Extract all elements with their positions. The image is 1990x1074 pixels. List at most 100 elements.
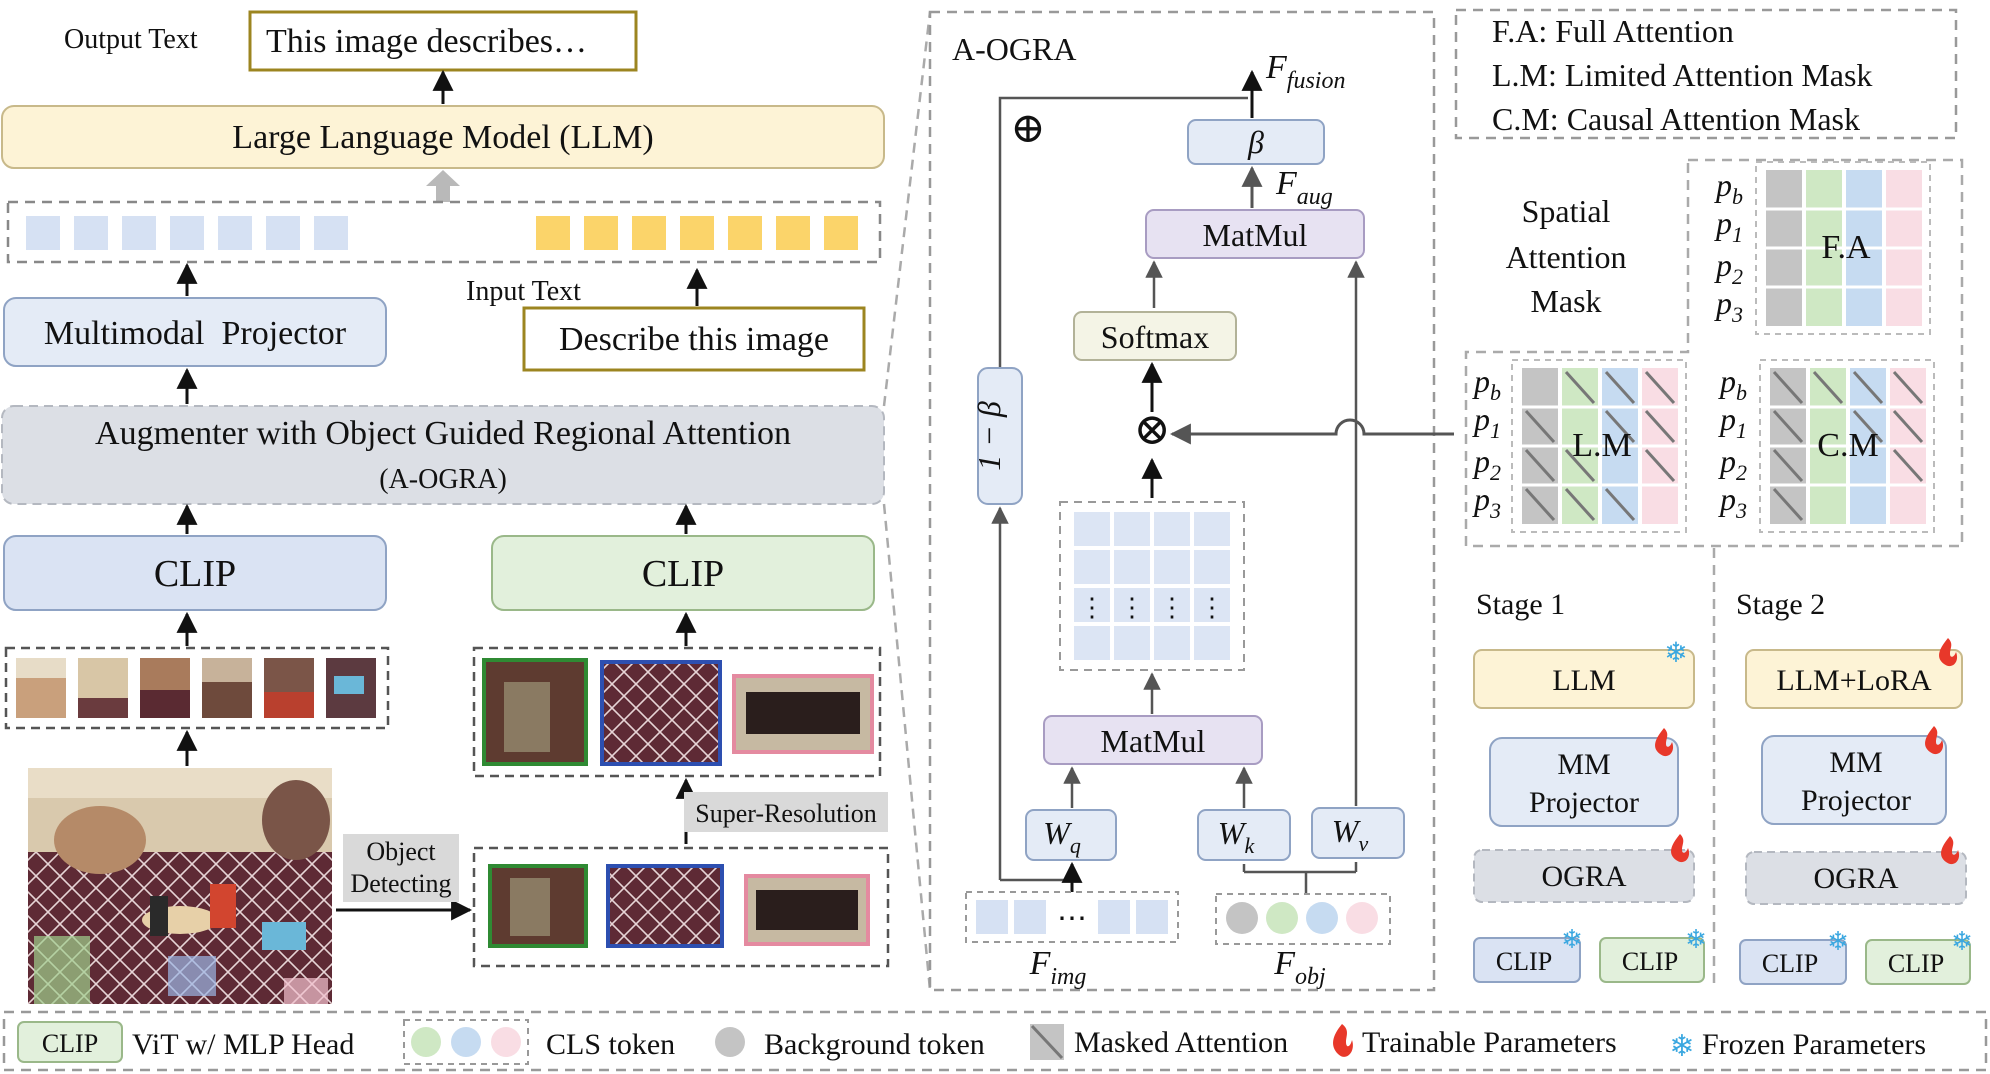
stage2-clip-green-label: CLIP	[1888, 949, 1944, 978]
svg-text:⋯: ⋯	[1057, 902, 1087, 935]
svg-text:p1: p1	[1714, 205, 1743, 247]
wv-box	[1311, 807, 1405, 859]
fa-matrix: pb p1 p2 p3 F.A	[1714, 161, 1931, 335]
snowflake-icon: ❄	[1561, 925, 1583, 954]
aogra-detail: A-OGRA Ffusion ⊕ β Faug MatMul Softmax ⊗…	[928, 10, 1454, 992]
text-token	[680, 216, 714, 250]
f-obj-frame	[1215, 893, 1391, 945]
one-minus-beta-label: 1 − β	[971, 401, 1007, 471]
text-token	[824, 216, 858, 250]
detected-crops-row	[472, 846, 890, 968]
attention-grid: ⋮ ⋮ ⋮ ⋮	[1074, 512, 1230, 660]
aogra-title: Augmenter with Object Guided Regional At…	[95, 415, 791, 452]
output-text-label: Output Text	[64, 24, 198, 55]
text-token	[728, 216, 762, 250]
svg-text:p3: p3	[1472, 481, 1501, 523]
wq-box	[1025, 809, 1117, 861]
cm-matrix: pb p1 p2 p3 C.M	[1718, 359, 1935, 533]
beta-label: β	[1247, 124, 1264, 160]
image-patch	[16, 658, 66, 678]
beta-box	[1187, 119, 1325, 165]
visual-token	[74, 216, 108, 250]
detected-crops	[488, 864, 870, 948]
visual-tokens	[26, 216, 348, 250]
zoom-line-bottom	[882, 503, 932, 991]
legend-bg-token: Background token	[764, 1028, 985, 1061]
image-patches-row	[4, 646, 390, 730]
llm-box	[1, 105, 885, 169]
aogra-abbr: (A-OGRA)	[379, 464, 507, 495]
cls-token-blue	[1306, 902, 1338, 934]
stage2-title: Stage 2	[1736, 588, 1825, 621]
bg-token	[1226, 902, 1258, 934]
sr-crop-tablecloth	[600, 660, 722, 766]
svg-text:pb: pb	[1472, 363, 1501, 405]
image-patch	[78, 698, 128, 718]
svg-text:p1: p1	[1718, 401, 1747, 443]
input-text: Describe this image	[559, 321, 829, 358]
stage2-clip-green	[1865, 939, 1971, 985]
token-to-llm-arrow	[426, 170, 460, 202]
text-token	[584, 216, 618, 250]
aogra-detail-frame	[928, 10, 1436, 992]
svg-text:⋮: ⋮	[1159, 593, 1185, 622]
legend-frame	[2, 1010, 1988, 1072]
attention-grid-frame	[1059, 501, 1245, 671]
legend-cls-pink	[491, 1027, 521, 1057]
input-photo	[28, 768, 332, 1004]
stage2-llm-label: LLM+LoRA	[1776, 664, 1932, 697]
snowflake-icon: ❄	[1827, 927, 1849, 956]
svg-text:p2: p2	[1718, 443, 1747, 485]
stage1-clip-blue-label: CLIP	[1496, 947, 1552, 976]
visual-token	[122, 216, 156, 250]
cm-matrix-label: C.M	[1817, 427, 1878, 464]
image-patch	[202, 658, 252, 682]
wq-label: Wq	[1043, 815, 1081, 858]
super-resolution-tag	[684, 792, 888, 832]
f-img-tokens: ⋯	[976, 900, 1168, 935]
bottom-legend: CLIP ViT w/ MLP Head CLS token Backgroun…	[2, 1010, 1988, 1072]
flame-icon	[1925, 726, 1944, 755]
image-patches	[16, 658, 376, 718]
image-patch	[334, 676, 364, 694]
clip-right-label: CLIP	[642, 553, 724, 595]
text-token	[632, 216, 666, 250]
softmax-box	[1073, 311, 1237, 361]
legend-bg-token-swatch	[715, 1027, 745, 1057]
legend-masked: Masked Attention	[1074, 1026, 1288, 1059]
cls-token-pink	[1346, 902, 1378, 934]
aogra-box	[1, 405, 885, 505]
svg-text:⋮: ⋮	[1199, 593, 1225, 622]
mask-legend-box	[1454, 8, 1958, 140]
super-resolution-label: Super-Resolution	[695, 799, 876, 828]
flame-icon	[1671, 834, 1690, 863]
stage1-clip-blue	[1473, 937, 1581, 983]
text-tokens	[536, 216, 858, 250]
legend-cm: C.M: Causal Attention Mask	[1492, 101, 1860, 137]
svg-text:pb: pb	[1718, 363, 1747, 405]
stage1-clip-green	[1599, 937, 1705, 983]
stage2-clip-blue-label: CLIP	[1762, 949, 1818, 978]
object-detecting-line2: Detecting	[350, 869, 451, 898]
svg-text:pb: pb	[1714, 167, 1743, 209]
svg-text:⋮: ⋮	[1079, 593, 1105, 622]
text-token	[776, 216, 810, 250]
stage2-mm-box	[1761, 735, 1947, 825]
wk-label: Wk	[1218, 815, 1256, 858]
fobj-fork	[1242, 862, 1358, 894]
otimes-symbol: ⊗	[1134, 405, 1171, 454]
f-obj-tokens	[1226, 902, 1378, 934]
visual-token	[266, 216, 300, 250]
visual-token	[26, 216, 60, 250]
mask-connector	[1169, 418, 1454, 445]
image-patch	[140, 690, 190, 718]
spatial-mask-title-2: Attention	[1506, 239, 1627, 275]
legend-masked-slash	[1030, 1024, 1064, 1060]
oplus-symbol: ⊕	[1010, 106, 1045, 152]
legend-cls-frame	[403, 1019, 529, 1065]
legend-clip-desc: ViT w/ MLP Head	[132, 1028, 354, 1061]
stage1-title: Stage 1	[1476, 588, 1565, 621]
flame-icon	[1939, 638, 1958, 667]
visual-token	[218, 216, 252, 250]
one-minus-beta-box	[977, 367, 1023, 505]
